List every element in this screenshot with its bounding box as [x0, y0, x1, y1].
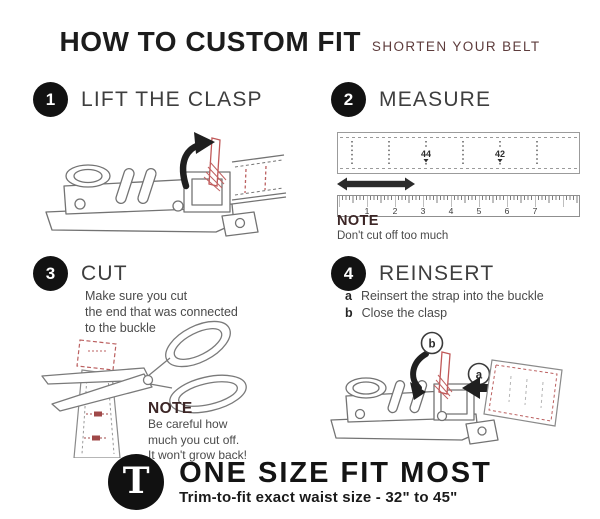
svg-text:7: 7 [533, 206, 538, 216]
step-2-label: MEASURE [379, 87, 492, 111]
svg-text:6: 6 [505, 206, 510, 216]
reinsert-step-a-text: Reinsert the strap into the buckle [360, 289, 544, 303]
svg-text:4: 4 [449, 206, 454, 216]
reinsert-step-b-key: b [345, 305, 353, 320]
lift-the-clasp-illustration [45, 132, 287, 237]
cut-description-line: the end that was connected [85, 305, 238, 319]
ruler-numbers: 1 2 3 4 5 6 7 [365, 206, 538, 216]
step-4-label: REINSERT [379, 261, 495, 285]
step-1-header: 1 LIFT THE CLASP [33, 82, 263, 117]
strap-size-44: 44 [421, 149, 431, 159]
reinsert-step-a-key: a [345, 289, 352, 303]
scissors-cut-illustration [41, 320, 247, 458]
belt-stitching-red [244, 165, 267, 194]
footer: T ONE SIZE FIT MOST Trim-to-fit exact wa… [0, 454, 600, 510]
marker-b-label: b [428, 339, 435, 351]
cut-note-title: NOTE [148, 400, 193, 417]
step-3-badge: 3 [33, 256, 68, 291]
cut-description-line: Make sure you cut [85, 289, 188, 303]
reinsert-step-b: b Close the clasp [345, 305, 544, 322]
footer-subtitle: Trim-to-fit exact waist size - 32" to 45… [179, 488, 458, 506]
step-2-badge: 2 [331, 82, 366, 117]
cut-note-line: Be careful how [148, 417, 228, 431]
cut-note-line: It won't grow back! [148, 448, 247, 462]
step-1-label: LIFT THE CLASP [81, 87, 263, 111]
reinsert-illustration: b a [330, 331, 563, 445]
open-clasp-red [203, 137, 227, 192]
measure-note-title: NOTE [337, 213, 379, 229]
buckle-body [330, 377, 499, 445]
page-title: HOW TO CUSTOM FIT [59, 26, 361, 57]
buckle-body [45, 164, 259, 237]
measure-range-arrow-icon [337, 177, 415, 191]
close-clasp-arrow-icon [410, 351, 429, 400]
size-marks-red [84, 411, 110, 441]
lift-arrow-icon [179, 132, 215, 190]
svg-text:1: 1 [365, 206, 370, 216]
measure-note-text: Don't cut off too much [337, 230, 449, 242]
cut-note-text: Be careful how much you cut off. It won'… [148, 417, 247, 464]
ruler-illustration: 1 2 3 4 5 6 7 [337, 195, 580, 217]
cut-guide-dotted-lines [351, 141, 538, 167]
svg-text:5: 5 [477, 206, 482, 216]
footer-title: ONE SIZE FIT MOST [179, 456, 492, 489]
strap-measure-illustration: 44 42 [337, 132, 580, 174]
step-4-badge: 4 [331, 256, 366, 291]
svg-text:2: 2 [393, 206, 398, 216]
strap-size-42: 42 [495, 149, 505, 159]
brand-logo-letter: T [122, 460, 150, 502]
loose-strap [483, 359, 563, 427]
step-4-header: 4 REINSERT [331, 256, 494, 291]
insert-arrow-icon [462, 377, 498, 399]
marker-a-label: a [476, 370, 483, 382]
marker-b-circle: b [420, 331, 444, 355]
open-clasp-red [433, 351, 453, 400]
cut-note-line: much you cut off. [148, 432, 240, 447]
cut-description: Make sure you cut the end that was conne… [85, 288, 238, 336]
reinsert-steps-list: a Reinsert the strap into the buckle b C… [345, 288, 544, 321]
step-1-badge: 1 [33, 82, 68, 117]
cut-off-strap-end [76, 339, 117, 371]
scissors [41, 320, 247, 414]
reinsert-step-a: a Reinsert the strap into the buckle [345, 288, 544, 305]
page-subtitle: SHORTEN YOUR BELT [371, 39, 541, 54]
step-3-label: CUT [81, 261, 128, 285]
page-header: HOW TO CUSTOM FIT SHORTEN YOUR BELT [0, 26, 600, 58]
reinsert-step-b-text: Close the clasp [361, 305, 448, 320]
cut-description-line: to the buckle [85, 321, 156, 335]
step-3-header: 3 CUT [33, 256, 128, 291]
footer-text: ONE SIZE FIT MOST Trim-to-fit exact wais… [179, 458, 492, 507]
step-2-header: 2 MEASURE [331, 82, 491, 117]
brand-logo-icon: T [108, 454, 165, 510]
svg-text:3: 3 [421, 206, 426, 216]
belt-strap [231, 154, 287, 205]
